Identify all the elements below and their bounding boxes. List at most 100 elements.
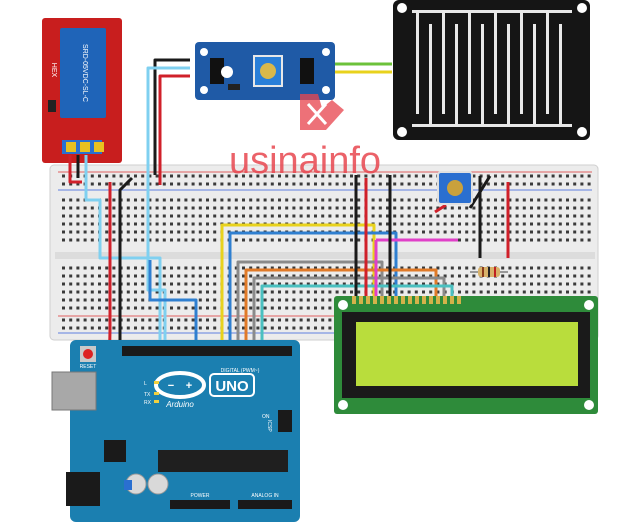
breadboard-hole [566,230,569,234]
breadboard-hole [393,206,397,210]
arduino-board: RESET DIGITAL (PWM~) − + UNO Arduino TX … [51,340,300,522]
breadboard-hole [292,318,296,322]
breadboard-hole [148,206,152,210]
rain-trace [455,24,458,127]
breadboard-hole [98,298,101,302]
breadboard-hole [573,230,577,234]
breadboard-hole [69,298,73,302]
breadboard-hole [155,306,159,310]
breadboard-hole [249,174,253,178]
breadboard-hole [184,222,188,226]
breadboard-hole [350,274,353,278]
breadboard-hole [98,274,101,278]
breadboard-hole [371,214,375,218]
breadboard-hole [155,318,159,322]
breadboard-hole [501,230,505,234]
breadboard-hole [328,182,332,186]
breadboard-hole [386,282,389,286]
breadboard-hole [587,182,591,186]
breadboard-hole [62,266,65,270]
breadboard-hole [494,182,497,186]
breadboard-hole [134,206,137,210]
breadboard-hole [537,182,541,186]
breadboard-hole [314,298,317,302]
breadboard-hole [112,230,116,234]
wire [84,155,162,348]
breadboard-hole [191,222,195,226]
breadboard-hole [177,290,181,294]
breadboard-hole [83,238,87,242]
breadboard-hole [270,290,274,294]
breadboard-hole [69,266,73,270]
breadboard-hole [407,182,411,186]
rain-sensor-module [195,42,335,100]
breadboard-hole [242,274,245,278]
breadboard-hole [335,266,339,270]
breadboard-hole [342,182,346,186]
relay-brand: HEX [50,63,57,78]
lcd-pin [373,296,377,304]
breadboard-hole [198,198,202,202]
breadboard-hole [436,274,440,278]
breadboard-hole [472,282,476,286]
watermark-logo [300,94,344,130]
breadboard-hole [530,214,533,218]
breadboard-hole [112,318,116,322]
breadboard-hole [126,214,130,218]
breadboard-hole [177,214,181,218]
breadboard-hole [515,222,519,226]
breadboard-hole [407,214,411,218]
svg-text:−: − [168,380,174,392]
breadboard-hole [234,266,238,270]
breadboard-hole [278,290,281,294]
breadboard-hole [105,222,109,226]
breadboard-hole [357,290,361,294]
rain-trace [520,10,523,114]
breadboard-hole [580,274,584,278]
breadboard-hole [299,306,303,310]
breadboard-hole [472,274,476,278]
breadboard-hole [83,318,87,322]
breadboard-hole [544,238,548,242]
breadboard-hole [386,222,389,226]
breadboard-hole [486,222,490,226]
breadboard-hole [530,230,533,234]
analog-header [238,500,292,509]
breadboard-hole [422,230,425,234]
breadboard-hole [371,174,375,178]
breadboard-hole [580,222,584,226]
breadboard-hole [551,230,555,234]
breadboard-hole [242,198,245,202]
breadboard-hole [234,282,238,286]
breadboard-hole [522,274,526,278]
breadboard-hole [407,274,411,278]
breadboard-hole [342,206,346,210]
breadboard-hole [198,206,202,210]
breadboard-hole [263,182,267,186]
breadboard-hole [90,206,94,210]
breadboard-hole [126,182,130,186]
breadboard-hole [566,274,569,278]
breadboard-hole [270,274,274,278]
breadboard-hole [386,206,389,210]
breadboard-hole [450,230,454,234]
breadboard-hole [573,182,577,186]
breadboard-hole [321,266,325,270]
breadboard-hole [234,290,238,294]
breadboard-hole [126,274,130,278]
rain-sensor-plate [393,0,590,140]
breadboard-hole [162,238,166,242]
breadboard-hole [278,238,281,242]
relay-side-text: SRD-05VDC-SL-C [81,44,88,102]
breadboard-hole [458,222,461,226]
breadboard-hole [551,214,555,218]
breadboard-hole [407,290,411,294]
breadboard-hole [486,290,490,294]
breadboard-hole [162,222,166,226]
breadboard-hole [141,214,145,218]
breadboard-hole [206,206,209,210]
breadboard-hole [587,222,591,226]
breadboard-hole [530,182,533,186]
breadboard-hole [378,282,382,286]
breadboard-hole [162,174,166,178]
